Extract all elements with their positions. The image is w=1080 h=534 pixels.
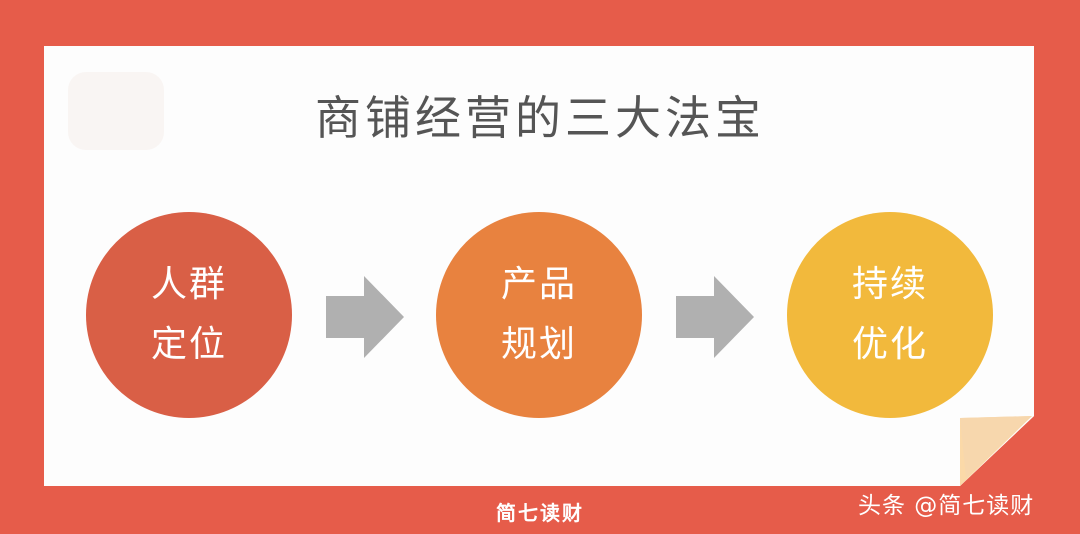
faded-logo-mark: [68, 72, 164, 150]
footer-brand: 简七读财: [496, 501, 584, 525]
step-2-line-1: 产品: [500, 264, 577, 305]
step-3-line-2: 优化: [851, 324, 928, 365]
step-1-line-1: 人群: [150, 264, 227, 305]
step-circle-2: 产品 规划: [436, 212, 642, 418]
right-arrow-icon: [326, 276, 404, 358]
step-3-line-1: 持续: [851, 264, 928, 305]
page-curl-corner: [960, 416, 1034, 486]
step-circle-1: 人群 定位: [86, 212, 292, 418]
step-1-line-2: 定位: [150, 324, 227, 365]
step-2-line-2: 规划: [500, 324, 577, 365]
diagram-title: 商铺经营的三大法宝: [315, 91, 765, 145]
step-circle-3: 持续 优化: [787, 212, 993, 418]
right-arrow-icon: [676, 276, 754, 358]
watermark-text: 头条 @简七读财: [858, 493, 1035, 519]
